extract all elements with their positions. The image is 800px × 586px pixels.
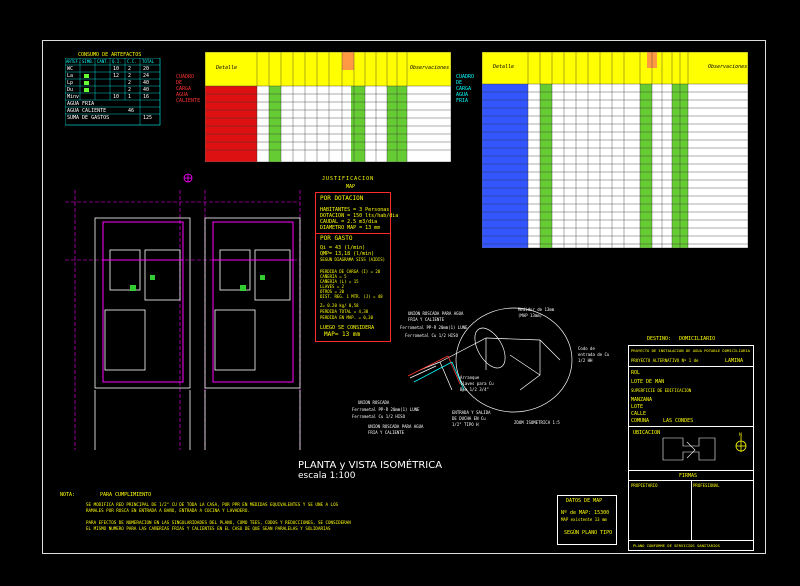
footer-agua-fria: AGUA FRIA (67, 101, 95, 107)
total-line-3: PERDIDA EN MAP. = 0,30 (320, 315, 373, 320)
tb-rol: ROL (631, 370, 641, 376)
iso-label-10: UNION ROSCADA PARA AGUA FRIA Y CALIENTE (368, 424, 424, 435)
result-value: MAP= 13 mm (324, 331, 361, 338)
row-du: Du (67, 87, 74, 93)
consumption-title: CONSUMO DE ARTEFACTOS (78, 52, 142, 58)
isometric-view (407, 307, 573, 413)
tb-calle: CALLE (631, 411, 647, 417)
consumption-grid (65, 58, 161, 126)
perdida-line-5: OTROS = 20 (320, 289, 345, 294)
hot-table-grid (205, 52, 451, 162)
drawing-frame (42, 40, 766, 554)
dest-label: DESTINO: (647, 336, 672, 342)
hdr-total: TOTAL (142, 59, 155, 64)
box-title-dotacion: POR DOTACION (320, 195, 364, 202)
tb-manzana: MANZANA (631, 397, 653, 403)
notes-title2: PARA CUMPLIMIENTO (100, 492, 152, 498)
iso-label-5: Codo de entrada de Cu 1/2 HH (578, 346, 610, 363)
tb-signatures: FIRMAS (679, 473, 698, 479)
hot-col-obs: Observaciones (410, 65, 450, 71)
iso-label-6: Arranque llaves para Cu Bpo 1/2 3/4" (460, 375, 494, 392)
justification-box: POR DOTACION HABITANTES = 3 Personas DOT… (315, 192, 398, 342)
floor-plans (65, 173, 301, 450)
row-wc: WC (67, 66, 74, 72)
north-arrow-icon: N (735, 432, 747, 452)
title-block: DESTINO: DOMICILIARIO PROYECTO DE INSTAL… (628, 336, 754, 551)
tb-professional: PROFESIONAL (693, 483, 720, 488)
tb-location: UBICACION (633, 430, 661, 436)
iso-label-11: ENTRADA Y SALIDA DE DUCHA EN Cu 1/2" TIP… (452, 410, 491, 427)
note-item-2: PARA EFECTOS DE NUMERACION EN LAS SINGUL… (86, 520, 351, 531)
tb-comuna-value: LAS CONDES (663, 418, 694, 424)
perdida-line-4: LLAVES = 2 (320, 284, 345, 289)
iso-label-3: Ferrometal Cu 1/2 HISO (405, 333, 458, 338)
row-minv: Minv (67, 94, 80, 100)
iso-label-2: Ferrometal PP-R 20mm(1) LUNE (400, 325, 468, 330)
sheet-label: LAMINA (725, 358, 744, 364)
perdida-line-6: DIST. REG. 1 MTR. (J) = 48 (320, 294, 383, 299)
tb-footer: PLANO CONFORME DE SERVICIOS SANITARIOS (633, 543, 720, 548)
tb-owner: PROPIETARIO (631, 483, 658, 488)
tb-lote-man: LOTE DE MAN (631, 379, 665, 385)
map-box: DATOS DE MAP Nº de MAP: 15300 MAP existe… (557, 495, 617, 545)
hdr-simb: SIMB. (82, 59, 95, 64)
cold-col-obs: Observaciones (708, 64, 748, 70)
iso-label-8: Ferrometal PP-R 20mm(1) LUNE (352, 407, 420, 412)
cold-side-label: CUADRO DE CARGA AGUA FRIA (456, 74, 475, 104)
perdida-line-3: CAÑERIA (L) = 15 (320, 279, 359, 284)
total-line-2: PERDIDA TOTAL = 4,38 (320, 309, 369, 314)
dotacion-line-1: HABITANTES = 3 Personas (320, 207, 390, 213)
dotacion-line-2: DOTACION = 150 lts/hab/dia (320, 213, 399, 219)
footer-agua-caliente-val: 46 (128, 108, 135, 114)
iso-label-7: UNION ROSCADA (358, 400, 390, 405)
svg-text:N: N (739, 432, 742, 437)
justification-subheading: MAP (346, 184, 356, 190)
hdr-cant: CANT. (97, 59, 110, 64)
result-title: LUEGO SE CONSIDERA (320, 325, 375, 331)
iso-label-1: UNION ROSCADA PARA AGUA FRIA Y CALIENTE (408, 311, 464, 322)
map-sign: SEGÚN PLANO TIPO (564, 530, 613, 536)
tb-superficie: SUPERFICIE DE EDIFICACION (631, 388, 692, 393)
box-title-gasto: POR GASTO (320, 235, 353, 242)
map-title: DATOS DE MAP (566, 498, 603, 504)
cold-col-detail: Detalle (493, 64, 515, 70)
project-name: PROYECTO DE INSTALACION DE AGUA POTABLE … (631, 348, 750, 353)
map-number: Nº de MAP: 15300 (561, 510, 610, 516)
tb-comuna: COMUNA (631, 418, 650, 424)
location-sketch (662, 437, 716, 461)
cold-table-grid (482, 52, 748, 248)
note-item-1: SE MODIFICA RED PRINCIPAL DE 1/2" CU DE … (86, 502, 339, 513)
hot-col-detail: Detalle (216, 65, 238, 71)
row-lp: Lp (67, 80, 74, 86)
gasto-line-2: QMP= 13,18 (l/min) (320, 251, 375, 257)
map-existing: MAP existente 13 mm (561, 517, 607, 522)
dotacion-line-4: DIAMETRO MAP = 13 mm (320, 225, 381, 231)
iso-label-4: Medidor de 13mm (MAP 13mm) (518, 307, 555, 318)
dest-value: DOMICILIARIO (679, 336, 716, 342)
notes-title: NOTA: (60, 492, 76, 498)
dotacion-line-3: CAUDAL = 2.5 m3/dia (320, 219, 378, 225)
drawing-title: PLANTA y VISTA ISOMÉTRICA (298, 460, 443, 471)
footer-suma-val: 125 (143, 115, 153, 121)
justification-heading: JUSTIFICACION (322, 176, 375, 182)
perdida-line-1: PERDIDA DE CARGA (I) = 20 (320, 269, 381, 274)
iso-label-12: ZOOM ISOMETRICA 1:5 (514, 420, 560, 425)
total-line-1: Z= 0.20 kg/ 0,58 (320, 303, 359, 308)
tb-lote: LOTE (631, 404, 644, 410)
hdr-qi: Q.I. (112, 59, 122, 64)
row-la: La (67, 73, 74, 79)
project-sub: PROYECTO ALTERNATIVO Nº 1 de (631, 358, 699, 363)
hdr-artef: ARTEF. (66, 59, 81, 64)
hot-side-label: CUADRO DE CARGA AGUA CALIENTE (176, 74, 201, 104)
perdida-line-2: CAÑERIA = 5 (320, 274, 347, 279)
drawing-scale: escala 1:100 (298, 471, 356, 481)
footer-suma: SUMA DE GASTOS (67, 115, 110, 121)
hdr-cc: C.C. (127, 59, 137, 64)
gasto-line-3: SEGUN DIAGRAMA SISS (AIDIS) (320, 257, 386, 262)
gasto-line-1: Qi = 43 (l/min) (320, 245, 366, 251)
footer-agua-caliente: AGUA CALIENTE (67, 108, 107, 114)
iso-label-9: Ferrometal Cu 1/2 HISO (352, 414, 405, 419)
